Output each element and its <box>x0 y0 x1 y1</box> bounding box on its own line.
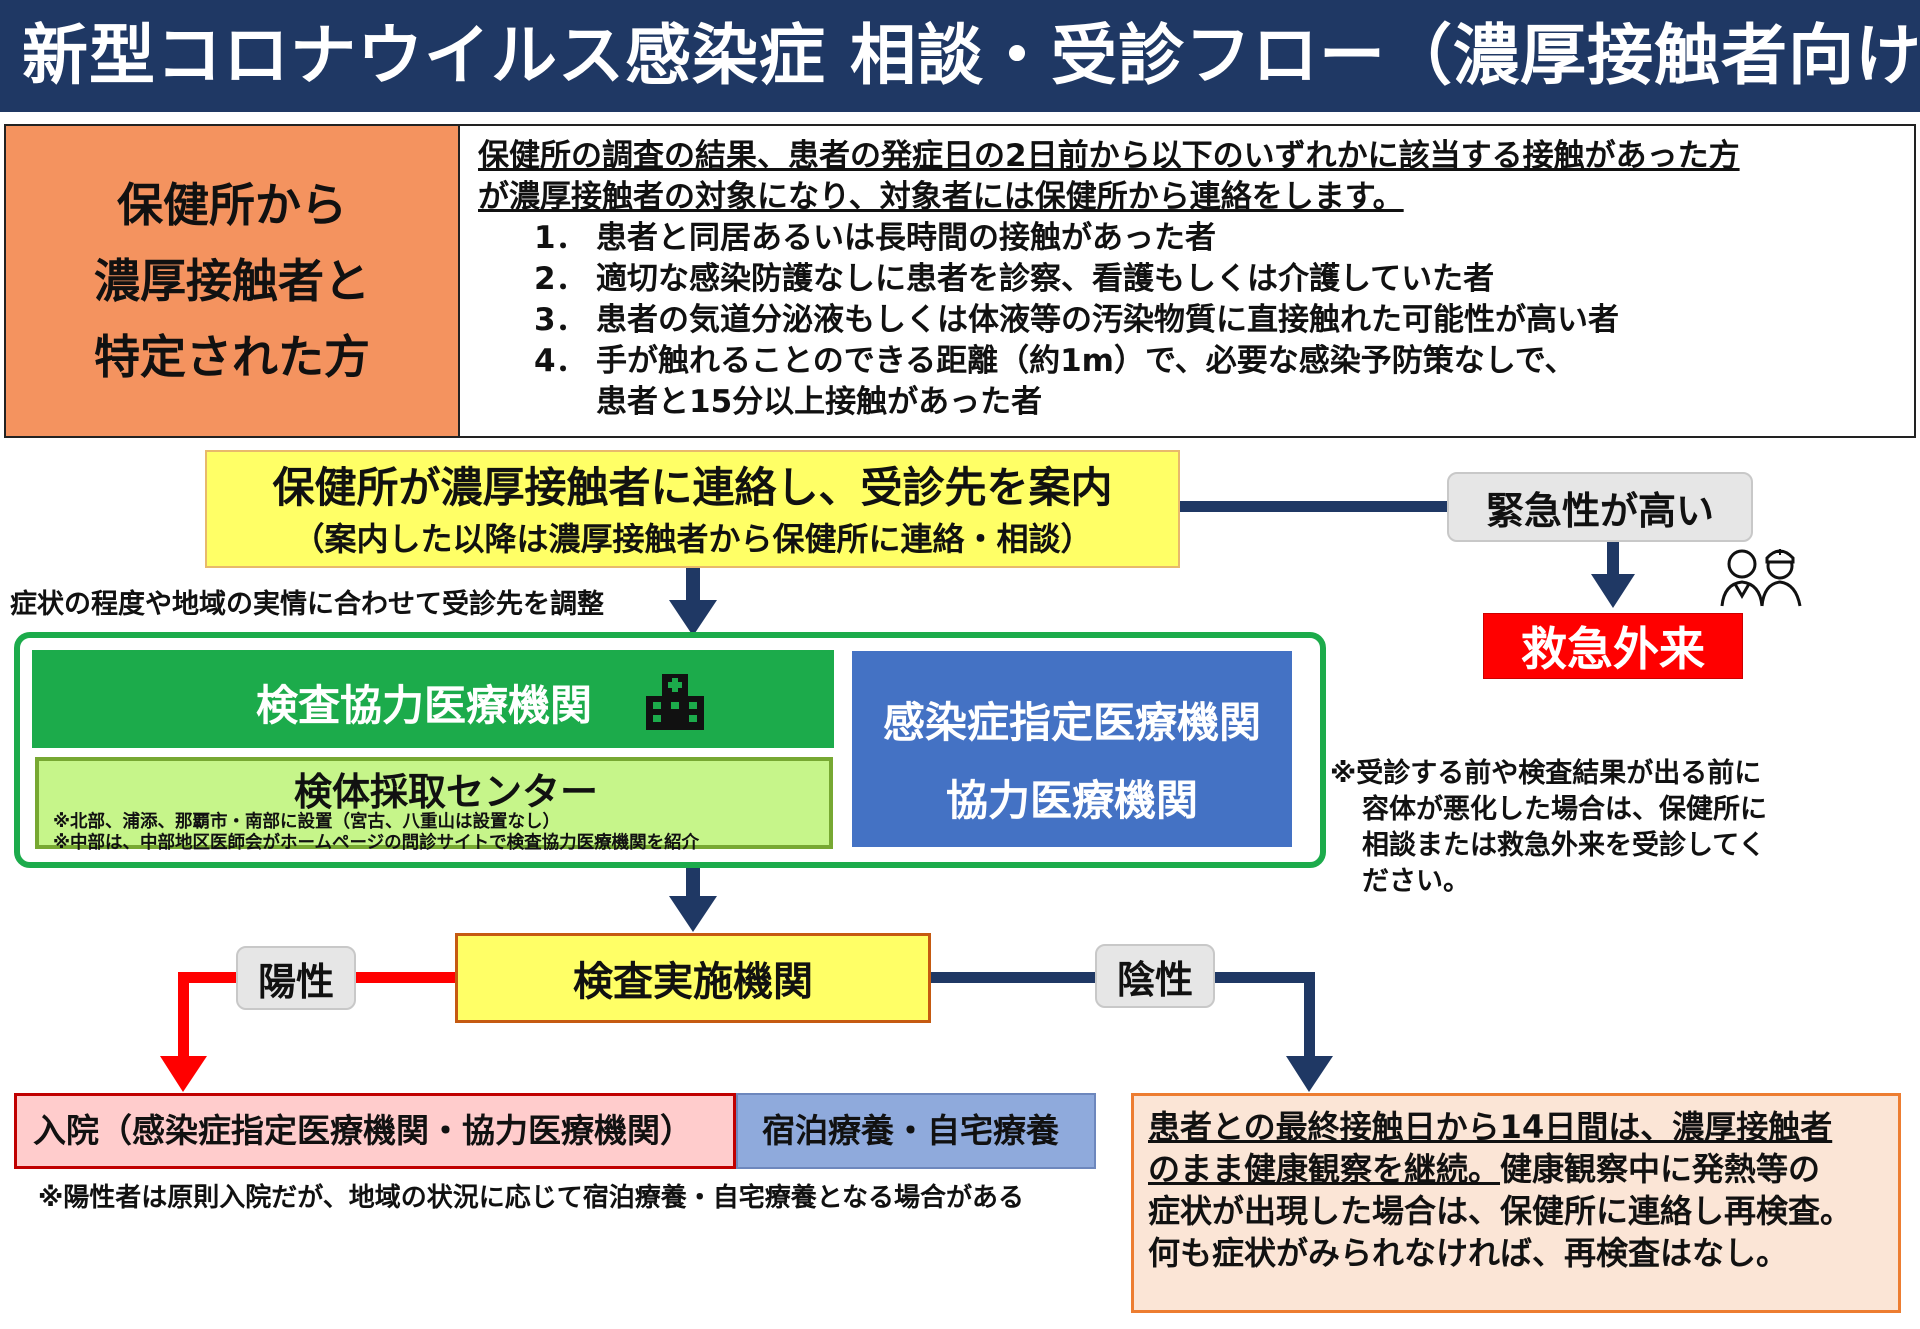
connector-negative-v <box>1304 972 1315 1058</box>
connector-negative-h1 <box>931 972 1097 983</box>
criteria-item: 3．患者の気道分泌液もしくは体液等の汚染物質に直接触れた可能性が高い者 <box>534 302 1619 338</box>
sample-center-note: ※中部は、中部地区医師会がホームページの問診サイトで検査協力医療機関を紹介 <box>53 833 700 853</box>
adjust-note: 症状の程度や地域の実情に合わせて受診先を調整 <box>10 589 604 620</box>
connector-negative-h2 <box>1215 972 1315 983</box>
target-line: 濃厚接触者と <box>94 254 370 308</box>
criteria-item-continuation: 患者と15分以上接触があった者 <box>596 384 1043 420</box>
sample-collection-center: 検体採取センター ※北部、浦添、那覇市・南部に設置（宮古、八重山は設置なし） ※… <box>35 757 833 853</box>
sample-center-note: ※北部、浦添、那覇市・南部に設置（宮古、八重山は設置なし） <box>53 812 561 832</box>
observation-line: 症状が出現した場合は、保健所に連絡し再検査。 <box>1148 1192 1853 1230</box>
doctor-nurse-icon <box>1720 549 1802 607</box>
connector-positive-h2 <box>178 972 238 983</box>
positive-note: ※陽性者は原則入院だが、地域の状況に応じて宿泊療養・自宅療養となる場合がある <box>38 1183 1024 1213</box>
close-contact-criteria: 保健所の調査の結果、患者の発症日の2日前から以下のいずれかに該当する接触があった… <box>458 124 1916 438</box>
cooperating-facility-box: 検査協力医療機関 <box>32 650 834 748</box>
observation-line: 何も症状がみられなければ、再検査はなし。 <box>1148 1234 1789 1272</box>
page-title: 新型コロナウイルス感染症 相談・受診フロー（濃厚接触者向け） <box>0 0 1920 112</box>
emergency-outpatient: 救急外来 <box>1483 613 1743 679</box>
positive-label: 陽性 <box>236 946 356 1010</box>
criteria-intro: が濃厚接触者の対象になり、対象者には保健所から連絡をします。 <box>478 179 1404 215</box>
observation-line: 健康観察中に発熱等の <box>1500 1150 1821 1188</box>
negative-label: 陰性 <box>1095 944 1215 1008</box>
target-line: 保健所から <box>117 178 347 232</box>
connector-facilities-down <box>686 868 700 898</box>
observation-line: のまま健康観察を継続。 <box>1148 1150 1501 1188</box>
arrow-to-er <box>1591 574 1635 608</box>
hospital-building-icon <box>646 674 704 730</box>
health-center-main: 保健所が濃厚接触者に連絡し、受診先を案内 <box>272 463 1113 512</box>
criteria-item: 2．適切な感染防護なしに患者を診察、看護もしくは介護していた者 <box>534 261 1495 297</box>
arrow-to-exec <box>669 896 717 932</box>
hospitalization-box: 入院（感染症指定医療機関・協力医療機関） <box>14 1093 736 1169</box>
target-line: 特定された方 <box>94 330 370 384</box>
connector-positive-v <box>178 972 189 1060</box>
testing-facility-box: 検査実施機関 <box>455 933 931 1023</box>
target-person-box: 保健所から 濃厚接触者と 特定された方 <box>4 124 460 438</box>
connector-to-emergency <box>1180 501 1448 512</box>
health-center-contact-box: 保健所が濃厚接触者に連絡し、受診先を案内 （案内した以降は濃厚接触者から保健所に… <box>205 450 1180 568</box>
home-care-box: 宿泊療養・自宅療養 <box>736 1093 1096 1169</box>
connector-hc-down <box>686 568 700 602</box>
facilities-frame <box>14 632 1326 868</box>
designated-facility-label: 感染症指定医療機関 <box>882 698 1261 747</box>
worsening-note: ※受診する前や検査結果が出る前に 容体が悪化した場合は、保健所に 相談または救急… <box>1330 758 1767 897</box>
connector-positive-h1 <box>356 972 456 983</box>
observation-line: 患者との最終接触日から14日間は、濃厚接触者 <box>1148 1108 1833 1146</box>
connector-emergency-down <box>1607 542 1619 576</box>
designated-facility-box: 感染症指定医療機関 協力医療機関 <box>852 651 1292 847</box>
arrow-to-hospitalization <box>160 1056 207 1092</box>
health-center-sub: （案内した以降は濃厚接触者から保健所に連絡・相談） <box>292 520 1093 558</box>
criteria-item: 4．手が触れることのできる距離（約1m）で、必要な感染予防策なしで、 <box>534 343 1576 379</box>
cooperating-facility-label: 検査協力医療機関 <box>256 681 593 730</box>
cooperating-medical-label: 協力医療機関 <box>945 776 1198 825</box>
health-observation-box: 患者との最終接触日から14日間は、濃厚接触者 のまま健康観察を継続。健康観察中に… <box>1131 1093 1901 1313</box>
criteria-intro: 保健所の調査の結果、患者の発症日の2日前から以下のいずれかに該当する接触があった… <box>478 138 1740 174</box>
high-urgency-label: 緊急性が高い <box>1447 472 1753 542</box>
criteria-item: 1．患者と同居あるいは長時間の接触があった者 <box>534 220 1216 256</box>
sample-center-title: 検体採取センター <box>294 770 599 814</box>
arrow-to-observation <box>1286 1056 1333 1092</box>
arrow-to-facilities <box>669 600 717 636</box>
